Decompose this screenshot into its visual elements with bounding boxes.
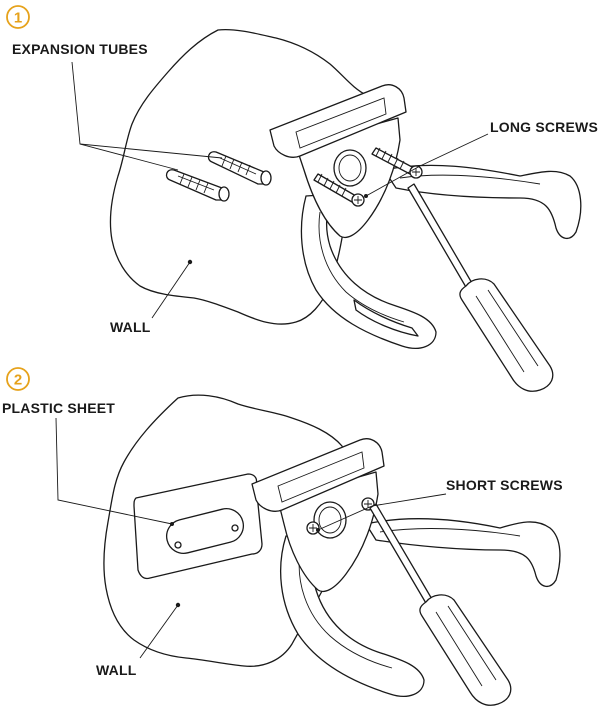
wall-1-label: WALL: [110, 319, 151, 335]
expansion-tubes-leader-2: [79, 143, 223, 159]
screw-icon: [371, 147, 423, 179]
plastic-sheet-label: PLASTIC SHEET: [2, 400, 115, 416]
plastic-sheet-leader: [55, 417, 173, 525]
wall-1-outline: [109, 28, 370, 325]
screw-icon: [306, 521, 320, 535]
screw-icon: [313, 173, 365, 207]
wall-2-leader: [139, 604, 179, 659]
expansion-tube-icon: [207, 151, 272, 186]
screwdriver-icon: [407, 183, 554, 392]
wall-2-label: WALL: [96, 662, 137, 678]
long-screws-leader-1: [419, 133, 489, 167]
wall-1-leader: [151, 261, 191, 319]
plastic-sheet-icon: [133, 473, 263, 580]
step-2-panel: 2 PLASTIC SHEET WALL: [2, 367, 563, 706]
wall-mount-bracket-icon: [269, 84, 582, 349]
short-screws-dot: [316, 528, 320, 532]
step-2-number: 2: [14, 372, 22, 389]
step-1-panel: 1 EXPANSION TUBES WALL: [6, 5, 598, 392]
expansion-tubes-label: EXPANSION TUBES: [12, 41, 148, 57]
short-screws-leader-2: [317, 505, 373, 531]
step-1-number: 1: [14, 10, 22, 27]
screwdriver-icon: [369, 503, 512, 706]
wall-2-outline: [103, 394, 348, 667]
step-1-badge-icon: 1: [6, 5, 30, 29]
long-screws-label: LONG SCREWS: [490, 119, 598, 135]
long-screws-dot: [364, 194, 368, 198]
short-screws-leader-1: [371, 493, 447, 507]
wall-mount-bracket-icon: [251, 438, 561, 697]
expansion-tube-icon: [165, 169, 230, 202]
short-screws-label: SHORT SCREWS: [446, 477, 563, 493]
step-2-badge-icon: 2: [6, 367, 30, 391]
long-screws-leader-2: [365, 165, 421, 197]
